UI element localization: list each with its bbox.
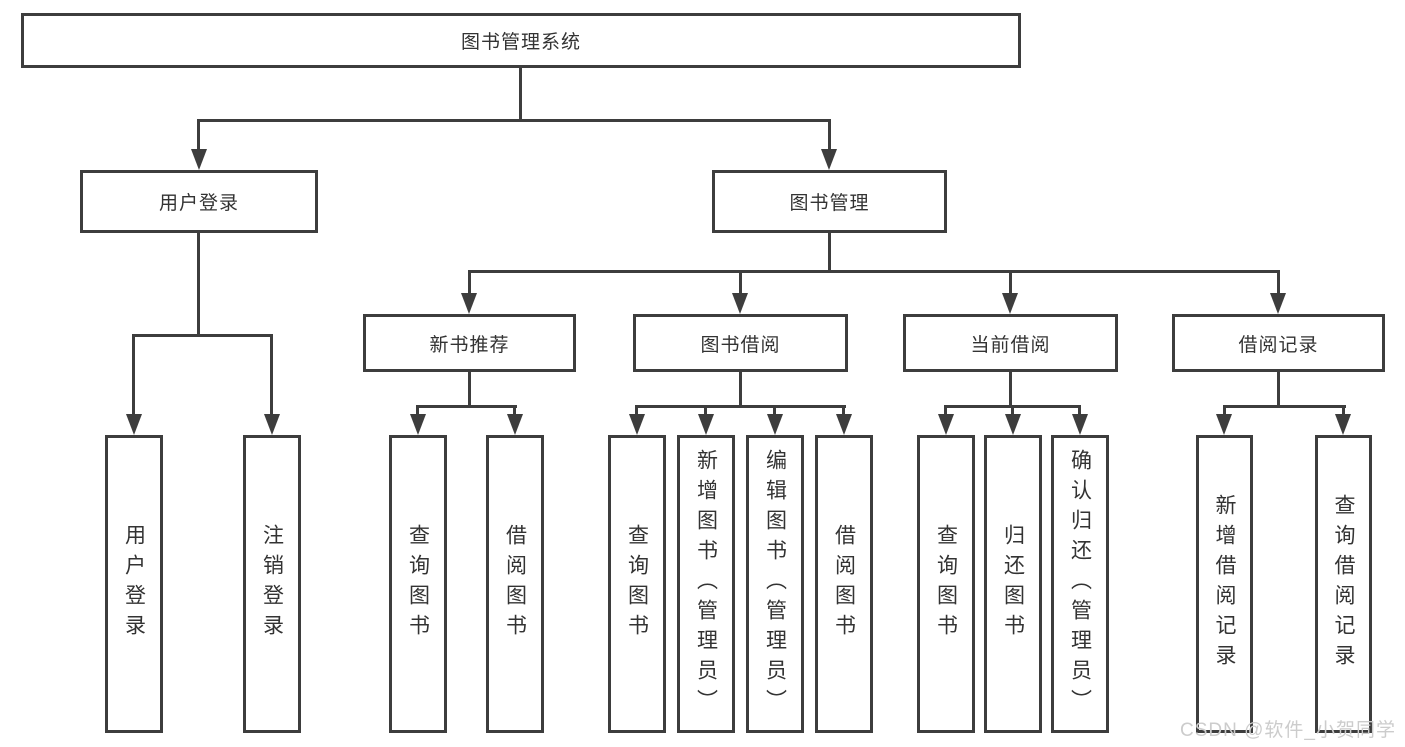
arrow-down-icon — [629, 414, 645, 435]
arrow-down-icon — [1216, 414, 1232, 435]
arrow-down-icon — [1270, 293, 1286, 314]
leaf-label: 查询图书 — [406, 524, 430, 644]
node-label: 新书推荐 — [429, 334, 510, 356]
leaf-confirm-return-admin: 确认归还（管理员） — [1051, 435, 1109, 733]
leaf-label: 确认归还（管理员） — [1068, 449, 1092, 719]
connector-line — [1011, 405, 1014, 416]
connector-line — [132, 334, 273, 337]
connector-line — [1009, 270, 1012, 296]
leaf-query-books: 查询图书 — [608, 435, 666, 733]
arrow-down-icon — [767, 414, 783, 435]
arrow-down-icon — [1002, 293, 1018, 314]
connector-line — [635, 405, 638, 416]
arrow-down-icon — [732, 293, 748, 314]
node-book-management: 图书管理 — [712, 170, 947, 233]
leaf-label: 归还图书 — [1001, 524, 1025, 644]
connector-line — [944, 405, 947, 416]
connector-line — [1277, 270, 1280, 296]
arrow-down-icon — [410, 414, 426, 435]
connector-line — [1342, 405, 1345, 416]
connector-line — [842, 405, 845, 416]
node-current-borrow: 当前借阅 — [903, 314, 1118, 372]
connector-line — [132, 334, 135, 416]
arrow-down-icon — [191, 149, 207, 170]
node-book-management-label: 图书管理 — [789, 193, 870, 214]
arrow-down-icon — [1072, 414, 1088, 435]
leaf-label: 查询图书 — [934, 524, 958, 644]
node-new-book-recommend: 新书推荐 — [363, 314, 576, 372]
watermark: CSDN @软件_小贺同学 — [1180, 720, 1396, 741]
node-borrow-records: 借阅记录 — [1172, 314, 1385, 372]
node-user-login-label: 用户登录 — [158, 193, 239, 214]
leaf-query-borrow-record: 查询借阅记录 — [1315, 435, 1372, 733]
connector-line — [197, 233, 200, 336]
connector-line — [704, 405, 707, 416]
leaf-add-borrow-record: 新增借阅记录 — [1196, 435, 1253, 733]
connector-line — [739, 372, 742, 407]
leaf-label: 借阅图书 — [503, 524, 527, 644]
connector-line — [519, 68, 522, 121]
leaf-query-books: 查询图书 — [917, 435, 975, 733]
arrow-down-icon — [264, 414, 280, 435]
node-user-login: 用户登录 — [80, 170, 318, 233]
arrow-down-icon — [126, 414, 142, 435]
node-label: 图书借阅 — [700, 334, 781, 356]
node-root-label: 图书管理系统 — [460, 32, 581, 53]
leaf-edit-books-admin: 编辑图书（管理员） — [746, 435, 804, 733]
arrow-down-icon — [1005, 414, 1021, 435]
leaf-label: 借阅图书 — [832, 524, 856, 644]
arrow-down-icon — [821, 149, 837, 170]
connector-line — [1078, 405, 1081, 416]
arrow-down-icon — [1335, 414, 1351, 435]
arrow-down-icon — [698, 414, 714, 435]
node-label: 借阅记录 — [1238, 334, 1319, 356]
connector-line — [416, 405, 419, 416]
connector-line — [270, 334, 273, 416]
leaf-label: 查询图书 — [625, 524, 649, 644]
connector-line — [468, 372, 471, 407]
connector-line — [468, 270, 1280, 273]
node-root: 图书管理系统 — [21, 13, 1021, 68]
arrow-down-icon — [507, 414, 523, 435]
connector-line — [197, 119, 831, 122]
leaf-return-books: 归还图书 — [984, 435, 1042, 733]
leaf-label: 注销登录 — [260, 524, 284, 644]
connector-line — [828, 119, 831, 153]
leaf-label: 编辑图书（管理员） — [763, 449, 787, 719]
arrow-down-icon — [836, 414, 852, 435]
leaf-add-books-admin: 新增图书（管理员） — [677, 435, 735, 733]
connector-line — [739, 270, 742, 296]
connector-line — [828, 233, 831, 272]
node-book-borrow: 图书借阅 — [633, 314, 848, 372]
connector-line — [1223, 405, 1346, 408]
connector-line — [513, 405, 516, 416]
connector-line — [773, 405, 776, 416]
connector-line — [468, 270, 471, 296]
connector-line — [635, 405, 846, 408]
connector-line — [197, 119, 200, 153]
leaf-query-books: 查询图书 — [389, 435, 447, 733]
leaf-user-login: 用户登录 — [105, 435, 163, 733]
leaf-label: 用户登录 — [122, 524, 146, 644]
node-label: 当前借阅 — [970, 334, 1051, 356]
connector-line — [1223, 405, 1226, 416]
leaf-logout: 注销登录 — [243, 435, 301, 733]
connector-line — [1009, 372, 1012, 407]
leaf-borrow-books: 借阅图书 — [815, 435, 873, 733]
leaf-borrow-books: 借阅图书 — [486, 435, 544, 733]
arrow-down-icon — [938, 414, 954, 435]
connector-line — [416, 405, 517, 408]
leaf-label: 新增图书（管理员） — [694, 449, 718, 719]
leaf-label: 新增借阅记录 — [1213, 494, 1236, 674]
leaf-label: 查询借阅记录 — [1332, 494, 1355, 674]
connector-line — [1277, 372, 1280, 407]
arrow-down-icon — [461, 293, 477, 314]
